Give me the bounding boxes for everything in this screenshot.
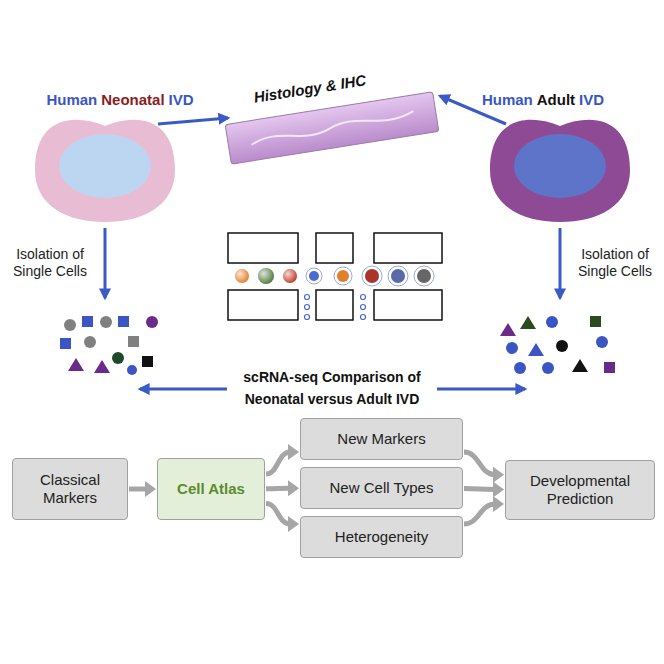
process-box: Classical Markers	[12, 458, 128, 520]
flow-connector	[464, 496, 504, 524]
step-label: Isolation of Single Cells	[4, 246, 96, 280]
box-text: Heterogeneity	[335, 528, 428, 546]
slide-label: Histology & IHC	[239, 69, 380, 109]
process-box: New Cell Types	[300, 467, 463, 509]
box-text: Classical Markers	[19, 471, 121, 507]
disc-title: Neonatal	[101, 91, 164, 108]
box-text: Developmental Prediction	[512, 472, 648, 508]
flow-connector	[464, 481, 504, 497]
flow-arrow	[559, 228, 562, 298]
adult-cells	[500, 316, 615, 374]
droplet-chip	[228, 233, 442, 320]
disc-title: Adult	[537, 91, 575, 108]
flow-connector	[464, 452, 504, 483]
comparison-label: scRNA-seq Comparison of Neonatal versus …	[227, 366, 437, 411]
disc-title: Human	[482, 91, 533, 108]
box-text: Cell Atlas	[177, 480, 245, 498]
title-group: HumanNeonatal IVD	[30, 91, 210, 108]
process-box: New Markers	[300, 418, 463, 460]
neonatal-disc	[35, 120, 175, 222]
step-label: Isolation of Single Cells	[569, 246, 661, 280]
process-box: Heterogeneity	[300, 516, 463, 558]
adult-disc	[490, 120, 630, 222]
box-text: New Markers	[337, 430, 425, 448]
box-text: New Cell Types	[330, 479, 434, 497]
disc-title: IVD	[169, 91, 194, 108]
flow-connector	[266, 444, 299, 474]
cell-beads	[235, 266, 434, 320]
flow-connector	[266, 503, 299, 532]
flow-connector	[129, 481, 156, 497]
disc-title: Human	[46, 91, 97, 108]
title-group: HumanAdultIVD	[453, 91, 633, 108]
flow-connector	[266, 480, 299, 496]
flow-arrow	[104, 228, 107, 298]
atlas-box: Cell Atlas	[157, 458, 265, 520]
flow-arrow	[158, 118, 228, 124]
process-box: Developmental Prediction	[505, 460, 655, 520]
disc-title: IVD	[579, 91, 604, 108]
neonatal-cells	[60, 316, 158, 375]
